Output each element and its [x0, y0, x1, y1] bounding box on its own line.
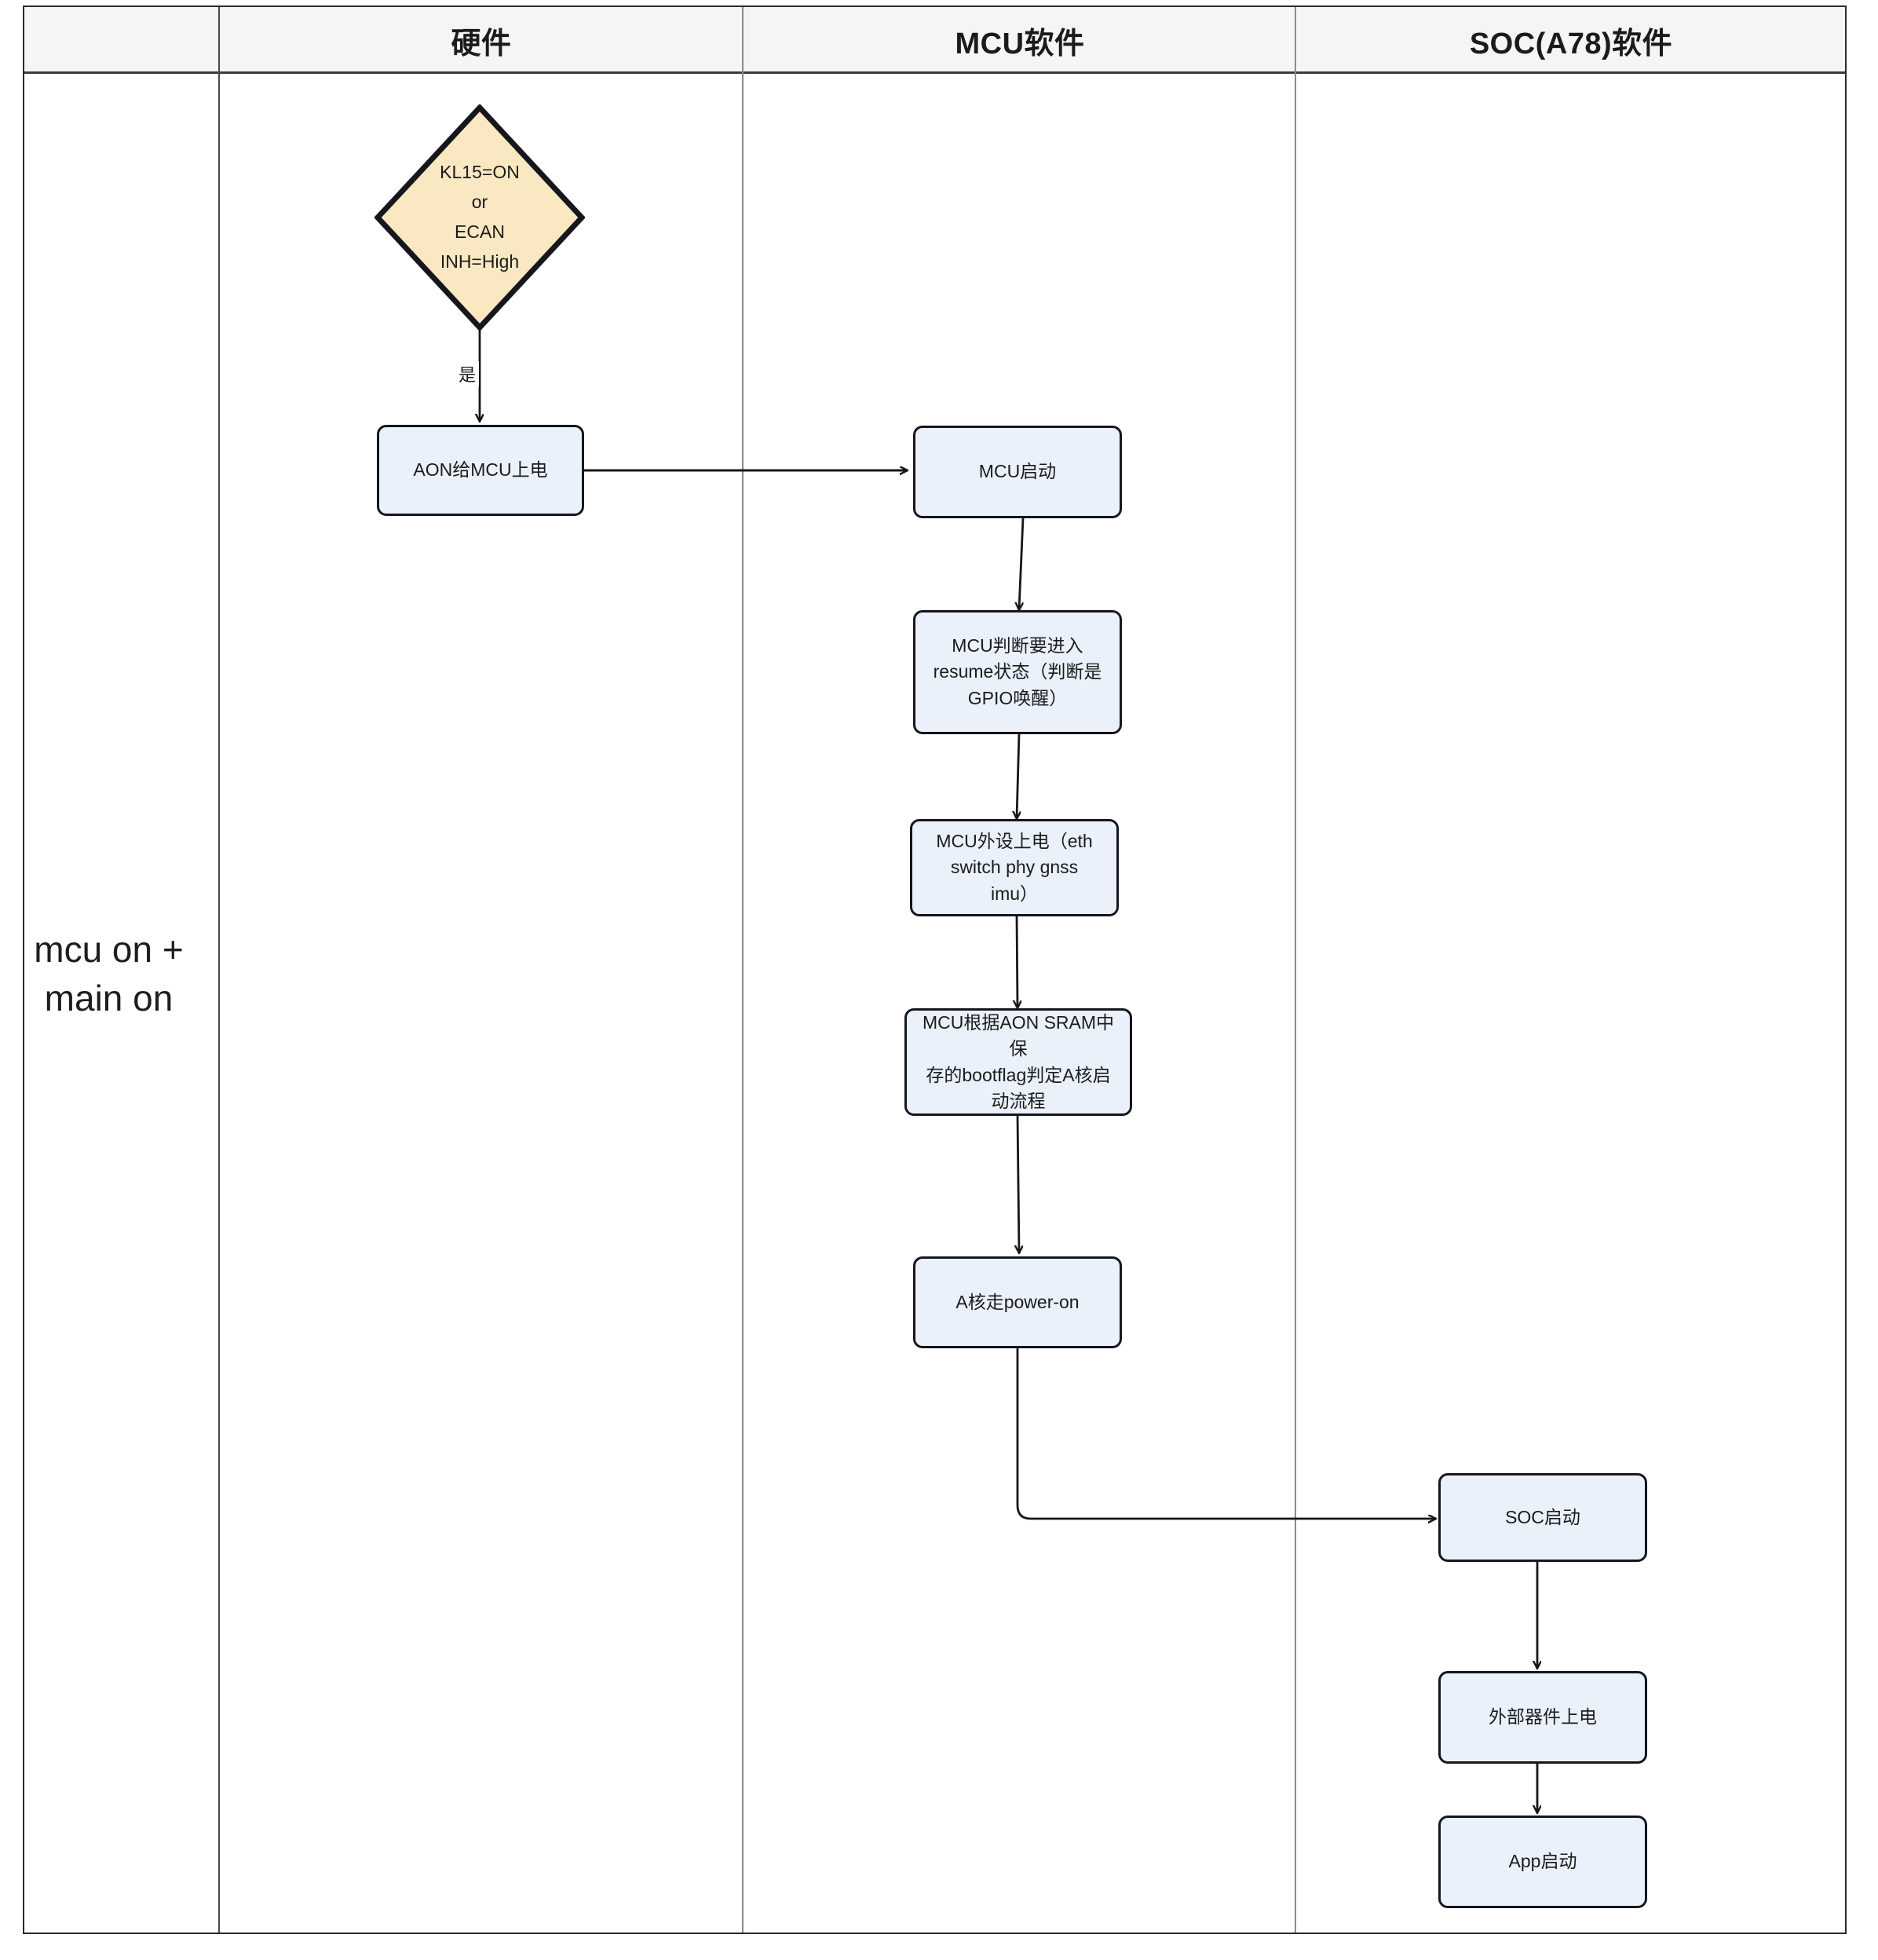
swimlane-table: 硬件 MCU软件 SOC(A78)软件 [23, 5, 1847, 1934]
node-mcu-peripheral-power[interactable]: MCU外设上电（eth switch phy gnss imu） [910, 819, 1119, 916]
lane-divider-3 [1295, 7, 1296, 1933]
node-a-core-power-on[interactable]: A核走power-on [913, 1256, 1122, 1348]
edge-label-yes: 是 [455, 361, 480, 386]
lane-header-hardware: 硬件 [451, 27, 512, 60]
row-title-mcu-on-main-on: mcu on + main on [34, 928, 184, 1018]
lane-divider-1 [218, 7, 220, 1933]
node-app-start[interactable]: App启动 [1438, 1816, 1647, 1908]
node-mcu-bootflag[interactable]: MCU根据AON SRAM中保 存的bootflag判定A核启 动流程 [904, 1008, 1132, 1116]
lane-divider-2 [742, 7, 744, 1933]
node-mcu-resume-judge[interactable]: MCU判断要进入 resume状态（判断是 GPIO唤醒） [913, 610, 1122, 734]
diamond-shape [375, 104, 585, 331]
swimlane-header-row: 硬件 MCU软件 SOC(A78)软件 [24, 7, 1845, 74]
node-external-device-power[interactable]: 外部器件上电 [1438, 1671, 1647, 1764]
node-decision-kl15-label: KL15=ON or ECAN INH=High [440, 162, 520, 272]
node-decision-kl15[interactable]: KL15=ON or ECAN INH=High [375, 104, 585, 331]
lane-header-mcu: MCU软件 [955, 27, 1085, 60]
node-soc-start[interactable]: SOC启动 [1438, 1473, 1647, 1562]
lane-header-soc: SOC(A78)软件 [1469, 27, 1673, 60]
node-mcu-start[interactable]: MCU启动 [913, 426, 1122, 518]
node-aon-power-mcu[interactable]: AON给MCU上电 [377, 425, 584, 516]
